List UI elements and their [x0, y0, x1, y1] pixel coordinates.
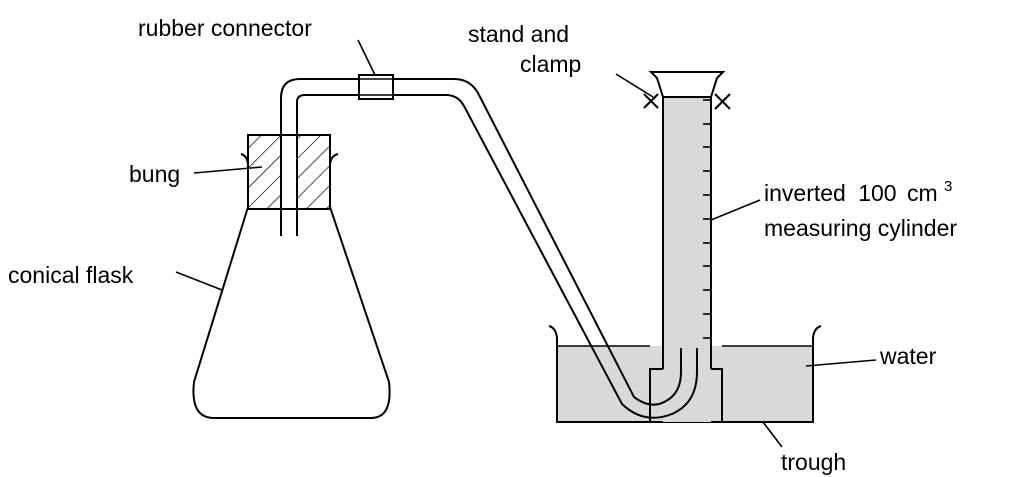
leader-conical-flask	[175, 271, 223, 291]
delivery-tube	[280, 78, 698, 419]
leader-measuring-cylinder	[710, 199, 761, 221]
label-stand-and-clamp-line1: stand and	[468, 21, 569, 47]
delivery-tube-inner	[296, 94, 698, 419]
leader-trough	[762, 421, 783, 448]
label-conical-flask: conical flask	[8, 262, 134, 288]
cylinder-graduations	[703, 99, 711, 339]
leader-lines	[175, 39, 877, 448]
label-water: water	[879, 343, 937, 369]
leader-bung	[193, 166, 263, 174]
leader-stand-and-clamp	[615, 73, 654, 98]
label-stand-and-clamp-line2: clamp	[520, 51, 581, 77]
cylinder-water	[663, 97, 711, 422]
bung	[247, 134, 331, 210]
label-measuring-cylinder-line1: inverted 100 cm 3	[764, 178, 952, 206]
leader-water	[805, 359, 877, 367]
label-bung: bung	[129, 161, 180, 187]
label-volume-value: 100	[858, 180, 896, 206]
rubber-connector	[358, 74, 394, 100]
label-measuring-cylinder-line2: measuring cylinder	[764, 215, 957, 241]
delivery-tube-outer	[280, 78, 682, 406]
label-volume-unit-sup: 3	[944, 178, 952, 195]
cylinder-base-rim	[648, 71, 726, 98]
measuring-cylinder	[643, 71, 731, 422]
leader-rubber-connector	[357, 39, 376, 76]
label-volume-unit: cm	[907, 180, 938, 206]
label-rubber-connector: rubber connector	[138, 15, 312, 41]
label-inverted: inverted	[764, 180, 846, 206]
label-trough: trough	[781, 449, 846, 475]
clamp-marks	[643, 93, 731, 110]
